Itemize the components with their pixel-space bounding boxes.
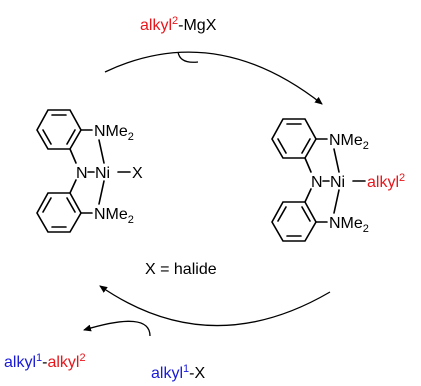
reagent-entry-arrow	[177, 51, 199, 63]
right-amido-n-label: N	[311, 174, 323, 191]
right-ni-label: Ni	[330, 174, 345, 191]
right-nme2-top-label: NMe2	[329, 132, 369, 152]
product-release-arrow	[83, 320, 151, 337]
right-nme2-bottom-label: NMe2	[329, 215, 369, 235]
left-nme2-bottom-label: NMe2	[94, 206, 134, 226]
halide-definition-note: X = halide	[145, 261, 217, 278]
left-nickel-complex: NMe2 N Ni X NMe2	[36, 109, 143, 233]
reagent-alkyl1-x: alkyl1-X	[151, 363, 205, 382]
left-amido-n-label: N	[76, 165, 88, 182]
bottom-cycle-arrow	[99, 285, 331, 327]
top-cycle-arrow	[104, 51, 323, 105]
right-alkyl2-ligand-label: alkyl2	[367, 172, 405, 191]
left-ni-label: Ni	[95, 165, 110, 182]
left-nme2-top-label: NMe2	[94, 123, 134, 143]
reagent-alkyl2-mgx: alkyl2-MgX	[140, 15, 217, 34]
right-nickel-complex: NMe2 N Ni alkyl2 NMe2	[271, 118, 405, 242]
left-halide-x-label: X	[132, 165, 143, 182]
product-alkyl1-alkyl2: alkyl1-alkyl2	[4, 352, 86, 371]
